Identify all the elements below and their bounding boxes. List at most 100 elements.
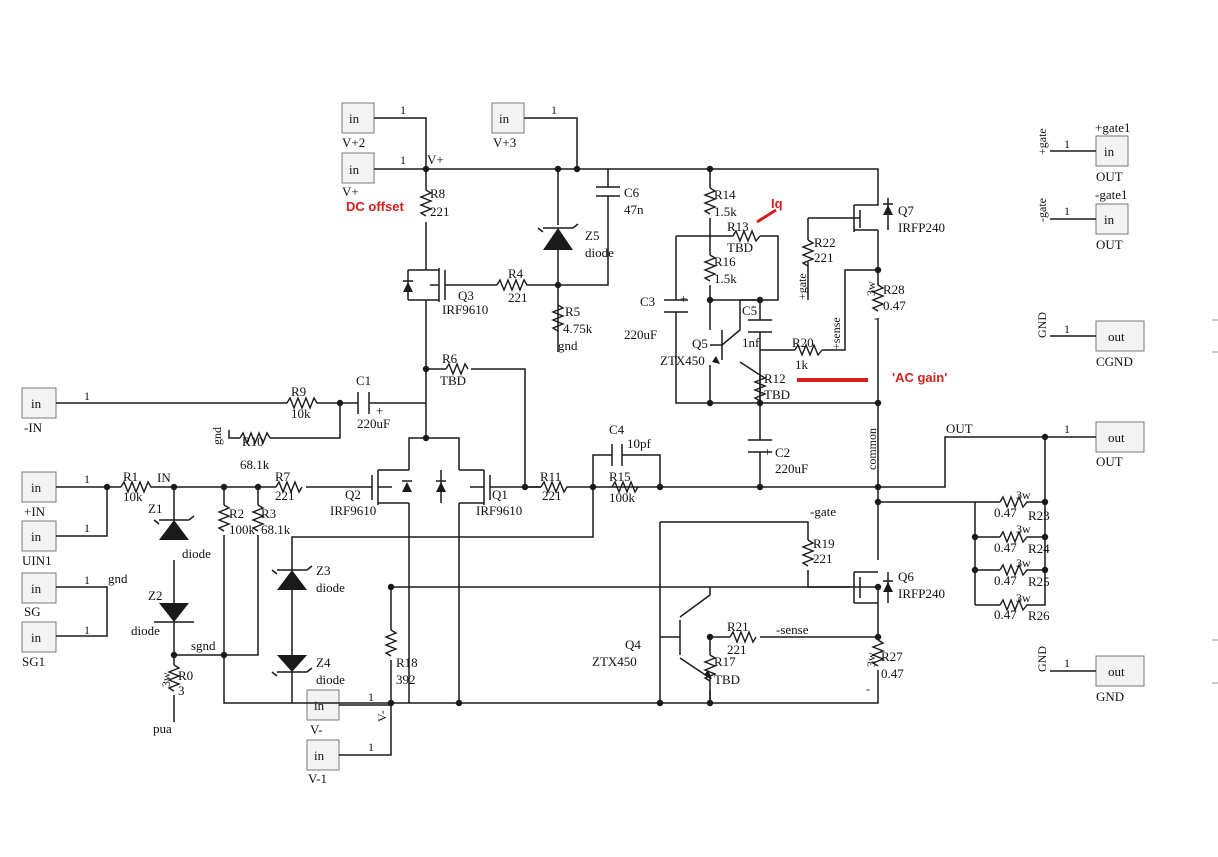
r24-power: 3w <box>1016 522 1031 536</box>
net-minus-r28: - <box>874 311 878 325</box>
r26-value: 0.47 <box>994 607 1017 622</box>
svg-text:SG: SG <box>24 604 41 619</box>
r8-value: 221 <box>430 204 450 219</box>
port-vminus1: in V-1 1 <box>306 739 374 786</box>
r0-power: 3w <box>159 672 173 687</box>
z3-value: diode <box>316 580 345 595</box>
r15-value: 100k <box>609 490 636 505</box>
net-gnd-r5: gnd <box>558 338 578 353</box>
svg-text:in: in <box>314 698 325 713</box>
svg-text:in: in <box>31 630 42 645</box>
annotation-dc-offset: DC offset <box>346 199 404 214</box>
svg-text:1: 1 <box>1064 137 1070 151</box>
svg-text:in: in <box>1104 212 1115 227</box>
q7-label: Q7 <box>898 203 914 218</box>
net-vplus: V+ <box>427 152 444 167</box>
r9-label: R9 <box>291 384 306 399</box>
port-sg1: in SG1 1 <box>21 621 90 669</box>
r16-value: 1.5k <box>714 271 737 286</box>
net-in: IN <box>157 470 171 485</box>
transistor-symbols <box>371 198 893 679</box>
c4-label: C4 <box>609 422 625 437</box>
r10-value: 68.1k <box>240 457 270 472</box>
svg-text:1: 1 <box>1064 422 1070 436</box>
port-uin1: in UIN1 1 <box>21 520 90 568</box>
c3-value: 220uF <box>624 327 657 342</box>
svg-text:+IN: +IN <box>24 504 46 519</box>
svg-text:1: 1 <box>84 521 90 535</box>
port-sg: in SG 1 <box>21 572 90 619</box>
svg-text:OUT: OUT <box>1096 454 1123 469</box>
z1-value: diode <box>182 546 211 561</box>
r10-label: R10 <box>242 434 264 449</box>
q1-value: IRF9610 <box>476 503 522 518</box>
q6-value: IRFP240 <box>898 586 945 601</box>
svg-text:GND: GND <box>1096 689 1124 704</box>
r15-label: R15 <box>609 469 631 484</box>
r20-label: R20 <box>792 335 814 350</box>
net-pua: pua <box>153 721 172 736</box>
svg-text:1: 1 <box>551 103 557 117</box>
r4-value: 221 <box>508 290 528 305</box>
r23-power: 3w <box>1016 488 1031 502</box>
r19-label: R19 <box>813 536 835 551</box>
port-vminus: in V- 1 <box>306 689 374 737</box>
r24-label: R24 <box>1028 541 1050 556</box>
diode-symbols <box>153 223 579 677</box>
svg-text:1: 1 <box>368 740 374 754</box>
r7-value: 221 <box>275 488 295 503</box>
q3-value: IRF9610 <box>442 302 488 317</box>
r26-label: R26 <box>1028 608 1050 623</box>
q2-label: Q2 <box>345 487 361 502</box>
r11-label: R11 <box>540 469 561 484</box>
r22-value: 221 <box>814 250 834 265</box>
port-vplus3: in V+3 1 <box>491 102 557 150</box>
port-out-gate1n: in -gate1 OUT 1 -gate <box>1035 187 1129 252</box>
r1-value: 10k <box>123 489 143 504</box>
port-out: out OUT 1 <box>1064 421 1145 469</box>
r13-label: R13 <box>727 219 749 234</box>
svg-text:V+3: V+3 <box>493 135 516 150</box>
r14-value: 1.5k <box>714 204 737 219</box>
r24-value: 0.47 <box>994 540 1017 555</box>
svg-text:1: 1 <box>368 690 374 704</box>
net-gnd-sg: gnd <box>108 571 128 586</box>
r25-label: R25 <box>1028 574 1050 589</box>
c4-value: 10pf <box>627 436 652 451</box>
r25-power: 3w <box>1016 556 1031 570</box>
r4-label: R4 <box>508 266 524 281</box>
svg-text:V-1: V-1 <box>308 771 327 786</box>
svg-text:in: in <box>499 111 510 126</box>
r23-value: 0.47 <box>994 505 1017 520</box>
c6-value: 47n <box>624 202 644 217</box>
net-plus-c3: + <box>680 291 687 306</box>
z2-value: diode <box>131 623 160 638</box>
q3-label: Q3 <box>458 288 474 303</box>
r14-label: R14 <box>714 187 736 202</box>
r17-label: R17 <box>714 654 736 669</box>
net-plus-sense: +sense <box>829 317 843 350</box>
r28-label: R28 <box>883 282 905 297</box>
resistor-symbols <box>120 187 1030 692</box>
net-minus-sense: -sense <box>776 622 809 637</box>
svg-text:in: in <box>31 396 42 411</box>
svg-text:1: 1 <box>84 472 90 486</box>
r12-value: TBD <box>764 387 790 402</box>
r23-label: R23 <box>1028 508 1050 523</box>
svg-text:OUT: OUT <box>1096 169 1123 184</box>
c5-value: 1nf <box>742 335 760 350</box>
r8-label: R8 <box>430 186 445 201</box>
r0-label: R0 <box>178 668 193 683</box>
r6-label: R6 <box>442 351 458 366</box>
c2-label: C2 <box>775 445 790 460</box>
net-minus-r27: - <box>866 682 870 696</box>
svg-text:-gate1: -gate1 <box>1095 187 1127 202</box>
z1-label: Z1 <box>148 501 162 516</box>
svg-text:1: 1 <box>400 103 406 117</box>
z4-value: diode <box>316 672 345 687</box>
net-vminus: V- <box>375 710 389 722</box>
c2-value: 220uF <box>775 461 808 476</box>
r5-value: 4.75k <box>563 321 593 336</box>
svg-text:+gate: +gate <box>1035 128 1049 155</box>
svg-text:UIN1: UIN1 <box>22 553 52 568</box>
